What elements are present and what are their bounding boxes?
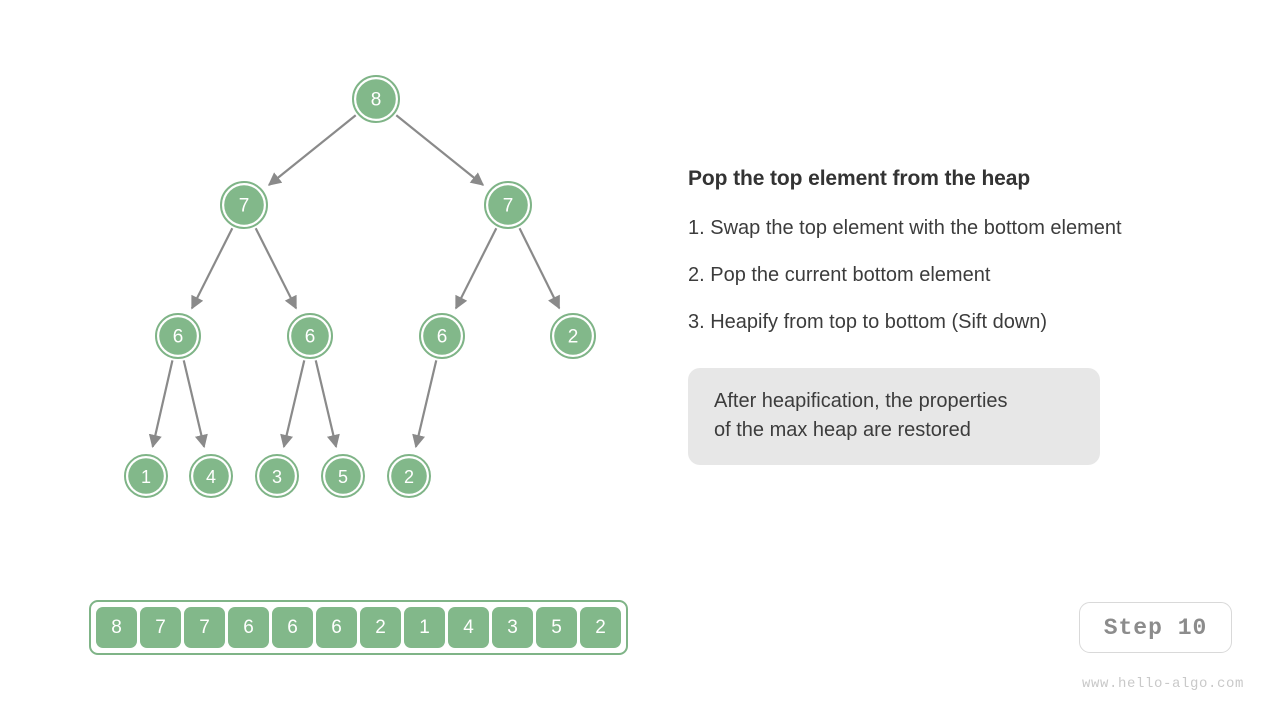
instruction-step-1: 1. Swap the top element with the bottom … bbox=[688, 217, 1122, 240]
node-value: 4 bbox=[206, 467, 216, 487]
step-badge: Step 10 bbox=[1079, 602, 1232, 653]
node-disc bbox=[224, 185, 264, 225]
tree-edge bbox=[190, 227, 234, 310]
array-cell: 6 bbox=[316, 607, 357, 648]
tree-edge bbox=[454, 227, 498, 310]
node-value: 1 bbox=[141, 467, 151, 487]
node-value: 6 bbox=[173, 327, 184, 348]
tree-edge bbox=[267, 114, 357, 186]
tree-node: 1 bbox=[124, 454, 168, 498]
tree-node: 2 bbox=[550, 313, 596, 359]
explanation-panel: Pop the top element from the heap 1. Swa… bbox=[688, 166, 1228, 466]
node-value: 3 bbox=[272, 467, 282, 487]
node-value: 5 bbox=[338, 467, 348, 487]
node-ring bbox=[484, 181, 532, 229]
node-disc bbox=[488, 185, 528, 225]
node-ring bbox=[155, 313, 201, 359]
node-disc bbox=[291, 317, 329, 355]
callout-note: After heapification, the properties of t… bbox=[688, 368, 1100, 466]
tree-edge bbox=[314, 360, 340, 449]
tree-edge bbox=[254, 227, 298, 310]
tree-edge bbox=[518, 227, 561, 310]
tree-node: 7 bbox=[220, 181, 268, 229]
node-value: 8 bbox=[371, 90, 382, 111]
node-disc bbox=[159, 317, 197, 355]
node-disc bbox=[423, 317, 461, 355]
footer-url: www.hello-algo.com bbox=[1081, 676, 1244, 692]
node-value: 2 bbox=[404, 467, 414, 487]
tree-node: 2 bbox=[387, 454, 431, 498]
array-cell: 5 bbox=[536, 607, 577, 648]
instruction-step-2: 2. Pop the current bottom element bbox=[688, 264, 991, 287]
tree-edge-layer bbox=[148, 114, 561, 449]
tree-node: 3 bbox=[255, 454, 299, 498]
node-disc bbox=[325, 458, 361, 494]
tree-edge bbox=[182, 360, 208, 449]
tree-node: 6 bbox=[419, 313, 465, 359]
tree-edge bbox=[395, 114, 485, 186]
node-disc bbox=[554, 317, 592, 355]
node-ring bbox=[321, 454, 365, 498]
callout-line-1: After heapification, the properties bbox=[714, 390, 1008, 413]
callout-line-2: of the max heap are restored bbox=[714, 419, 971, 442]
node-value: 6 bbox=[437, 327, 448, 348]
node-ring bbox=[220, 181, 268, 229]
array-cell: 6 bbox=[272, 607, 313, 648]
instruction-step-3: 3. Heapify from top to bottom (Sift down… bbox=[688, 311, 1048, 334]
array-cell: 7 bbox=[184, 607, 225, 648]
array-cell: 2 bbox=[580, 607, 621, 648]
tree-node: 7 bbox=[484, 181, 532, 229]
node-value: 7 bbox=[239, 196, 250, 217]
node-value: 7 bbox=[503, 196, 514, 217]
array-cell: 1 bbox=[404, 607, 445, 648]
array-cell: 6 bbox=[228, 607, 269, 648]
node-disc bbox=[356, 79, 396, 119]
tree-node: 5 bbox=[321, 454, 365, 498]
node-ring bbox=[352, 75, 400, 123]
tree-node-layer: 8 7 7 6 6 6 2 1 4 3 5 2 bbox=[124, 75, 596, 498]
node-ring bbox=[550, 313, 596, 359]
array-cell: 4 bbox=[448, 607, 489, 648]
node-ring bbox=[124, 454, 168, 498]
array-cell: 3 bbox=[492, 607, 533, 648]
node-disc bbox=[193, 458, 229, 494]
tree-edge bbox=[280, 360, 306, 449]
node-disc bbox=[259, 458, 295, 494]
tree-edge bbox=[412, 360, 438, 449]
array-cell: 8 bbox=[96, 607, 137, 648]
node-value: 6 bbox=[305, 327, 316, 348]
array-cell: 7 bbox=[140, 607, 181, 648]
node-disc bbox=[128, 458, 164, 494]
tree-node: 8 bbox=[352, 75, 400, 123]
node-ring bbox=[287, 313, 333, 359]
node-ring bbox=[387, 454, 431, 498]
tree-edge bbox=[148, 360, 174, 449]
tree-node: 6 bbox=[155, 313, 201, 359]
tree-node: 6 bbox=[287, 313, 333, 359]
node-ring bbox=[419, 313, 465, 359]
tree-node: 4 bbox=[189, 454, 233, 498]
array-cell: 2 bbox=[360, 607, 401, 648]
heap-tree-diagram: 8 7 7 6 6 6 2 1 4 3 5 2 bbox=[124, 75, 596, 498]
node-disc bbox=[391, 458, 427, 494]
node-ring bbox=[189, 454, 233, 498]
node-value: 2 bbox=[568, 327, 579, 348]
page-title: Pop the top element from the heap bbox=[688, 167, 1031, 190]
node-ring bbox=[255, 454, 299, 498]
